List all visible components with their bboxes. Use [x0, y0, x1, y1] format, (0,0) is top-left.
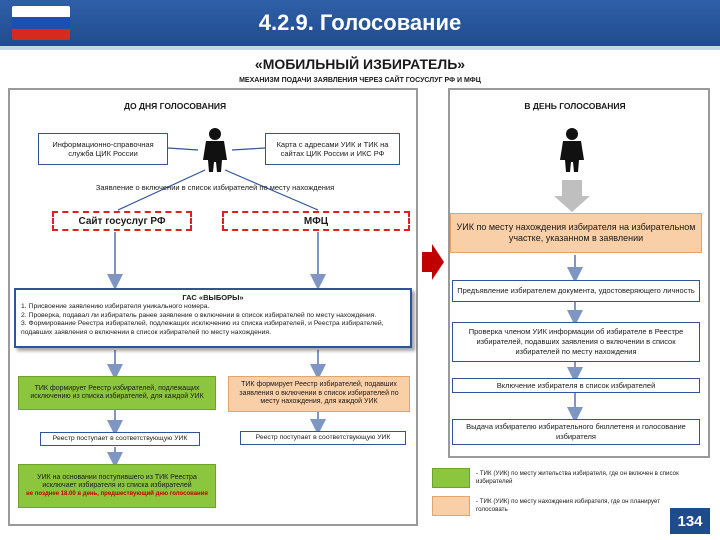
legend-orange-text: - ТИК (УИК) по месту нахождения избирате…	[476, 498, 660, 513]
step-box: Проверка членом УИК информации об избира…	[452, 322, 700, 362]
connector-to-mfc	[224, 169, 319, 211]
uik-exclude-deadline: не позднее 18.00 в день, предшествующий …	[26, 490, 208, 497]
map-box: Карта с адресами УИК и ТИК на сайтах ЦИК…	[265, 133, 400, 165]
uik-exclude-box: УИК на основании поступившего из ТИК Рее…	[18, 464, 216, 508]
gas-item: 3. Формирование Реестра избирателей, под…	[21, 320, 384, 337]
gosuslugi-box: Сайт госуслуг РФ	[52, 211, 192, 231]
connector-to-gosuslugi	[117, 169, 206, 211]
registry-left-box: Реестр поступает в соответствующую УИК	[40, 432, 200, 446]
legend-orange-swatch	[432, 496, 470, 516]
uik-exclude-text: УИК на основании поступившего из ТИК Рее…	[37, 474, 197, 490]
gas-item: 2. Проверка, подавал ли избиратель ранее…	[21, 311, 377, 319]
main-title: «МОБИЛЬНЫЙ ИЗБИРАТЕЛЬ»	[254, 56, 466, 72]
person-icon	[560, 128, 584, 172]
gas-vybory-box: ГАС «ВЫБОРЫ» 1. Присвоение заявлению изб…	[14, 288, 412, 348]
step-box: Выдача избирателю избирательного бюллете…	[452, 419, 700, 445]
arrow-grey-down	[554, 180, 590, 212]
connector-map	[231, 147, 266, 151]
gas-title: ГАС «ВЫБОРЫ»	[182, 293, 244, 302]
step-box: Включение избирателя в список избирателе…	[452, 378, 700, 393]
before-voting-title: ДО ДНЯ ГОЛОСОВАНИЯ	[123, 101, 227, 111]
application-label: Заявление о включении в список избирател…	[95, 183, 335, 192]
slide-title: 4.2.9. Голосование	[258, 10, 462, 35]
uik-location-box: УИК по месту нахождения избирателя на из…	[450, 213, 702, 253]
tik-include-box: ТИК формирует Реестр избирателей, подавш…	[228, 376, 410, 412]
legend-green-text: - ТИК (УИК) по месту жительства избирате…	[476, 470, 679, 485]
voting-day-title: В ДЕНЬ ГОЛОСОВАНИЯ	[524, 101, 626, 111]
main-subtitle: МЕХАНИЗМ ПОДАЧИ ЗАЯВЛЕНИЯ ЧЕРЕЗ САЙТ ГОС…	[239, 77, 481, 84]
tik-exclude-text: ТИК формирует Реестр избирателей, подлеж…	[30, 384, 204, 400]
tik-exclude-box: ТИК формирует Реестр избирателей, подлеж…	[18, 376, 216, 410]
gas-item: 1. Присвоение заявлению избирателя уника…	[21, 302, 210, 310]
header-bar	[0, 0, 720, 50]
page-number: 134	[670, 508, 710, 534]
russian-flag-icon	[12, 6, 70, 40]
tik-include-text: ТИК формирует Реестр избирателей, подавш…	[239, 381, 399, 406]
connector-info-service	[167, 147, 199, 151]
registry-right-box: Реестр поступает в соответствующую УИК	[240, 431, 406, 445]
info-service-box: Информационно-справочная служба ЦИК Росс…	[38, 133, 168, 165]
mfc-box: МФЦ	[222, 211, 410, 231]
person-icon	[203, 128, 227, 172]
legend-green-swatch	[432, 468, 470, 488]
arrow-red-between-panels	[422, 244, 444, 280]
step-box: Предъявление избирателем документа, удос…	[452, 280, 700, 302]
header-stripe	[0, 46, 720, 50]
